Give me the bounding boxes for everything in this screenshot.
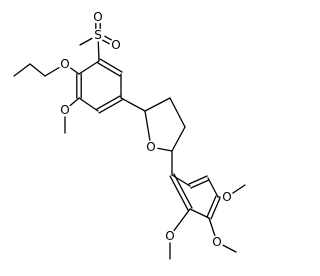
bond-lower-ring-b6-b1-b bbox=[169, 175, 189, 211]
atom-o-b: O bbox=[210, 235, 224, 249]
atom-label-background bbox=[144, 140, 158, 154]
atom-o-prop: O bbox=[58, 57, 72, 71]
atom-label-background bbox=[91, 10, 105, 24]
bond-propoxy-c1-c2 bbox=[29, 63, 46, 77]
atom-label-text: O bbox=[93, 10, 102, 24]
bond-lower-ring-b6-b1-a bbox=[173, 173, 193, 209]
atom-label-background bbox=[163, 229, 177, 243]
atom-label-text: S bbox=[94, 28, 102, 42]
atom-label-text: O bbox=[222, 190, 231, 204]
bond-ring-a3-a4 bbox=[78, 97, 99, 112]
bond-ring-a6-a1-b bbox=[97, 62, 121, 77]
bond-thf-t3-t4 bbox=[171, 126, 186, 152]
bond-ring-to-thf bbox=[120, 97, 146, 112]
atom-label-text: O bbox=[146, 140, 155, 154]
atom-label-background bbox=[58, 103, 72, 117]
atom-label-text: O bbox=[60, 103, 69, 117]
atom-label-text: O bbox=[111, 38, 120, 52]
atom-o-r: O bbox=[220, 190, 234, 204]
atom-label-text: O bbox=[165, 229, 174, 243]
bond-lower-ring-b4-b5-b bbox=[210, 197, 221, 220]
bond-thf-t1-t2 bbox=[144, 97, 171, 112]
bond-layer bbox=[13, 16, 246, 260]
atom-label-background bbox=[91, 28, 105, 42]
atom-s: S bbox=[91, 28, 105, 42]
atom-label-background bbox=[220, 190, 234, 204]
bond-ring-a4-a5-a bbox=[98, 99, 123, 114]
bond-lower-ring-b4-b5-a bbox=[206, 195, 217, 218]
atom-label-background bbox=[58, 57, 72, 71]
atom-label-background bbox=[210, 235, 224, 249]
bond-ring-a6-a1-a bbox=[99, 58, 123, 73]
atom-o-ring: O bbox=[144, 140, 158, 154]
bond-lower-ring-b3-b4 bbox=[207, 177, 219, 198]
bond-propoxy-c2-c3 bbox=[13, 63, 31, 77]
bond-ring-a1-a2 bbox=[78, 60, 100, 75]
atom-o-s-right: O bbox=[109, 38, 123, 52]
bond-ring-a4-a5-b bbox=[96, 95, 121, 110]
bond-lower-ring-b2-b3-b bbox=[188, 175, 208, 185]
atom-label-text: O bbox=[212, 235, 221, 249]
bond-thf-t2-t3 bbox=[169, 97, 186, 128]
atom-o-l: O bbox=[163, 229, 177, 243]
bond-lower-ring-b2-b3-a bbox=[190, 179, 210, 189]
atom-o-s-top: O bbox=[91, 10, 105, 24]
atom-o-ome1: O bbox=[58, 103, 72, 117]
atom-label-text: O bbox=[60, 57, 69, 71]
atom-label-background bbox=[109, 38, 123, 52]
bond-lower-ring-b5-b6 bbox=[189, 208, 210, 219]
